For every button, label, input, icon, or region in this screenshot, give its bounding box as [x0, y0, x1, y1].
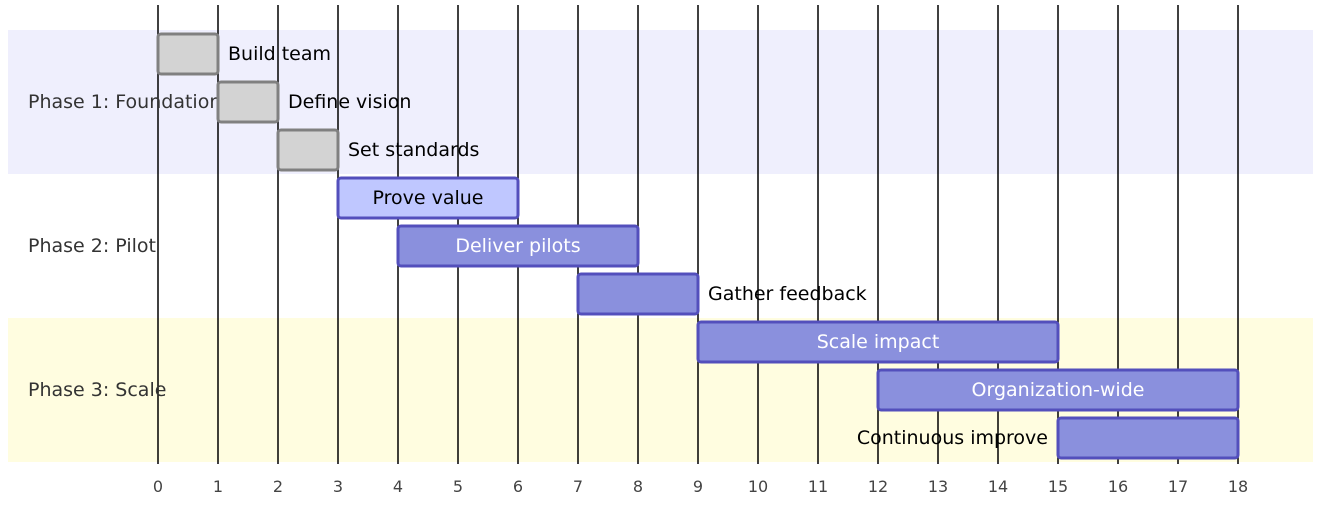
task-label: Build team	[228, 43, 331, 65]
task-label: Continuous improve	[857, 427, 1048, 449]
task-bar	[156, 32, 220, 76]
x-tick-label: 15	[1048, 477, 1068, 496]
section-label: Phase 1: Foundation	[28, 91, 221, 113]
task-bar	[396, 224, 640, 268]
task-bar	[1056, 416, 1240, 460]
task-bar	[876, 368, 1240, 412]
x-tick-label: 7	[573, 477, 583, 496]
x-tick-label: 17	[1168, 477, 1188, 496]
task-label: Organization-wide	[972, 379, 1145, 401]
x-tick-label: 14	[988, 477, 1008, 496]
x-tick-label: 10	[748, 477, 768, 496]
x-tick-label: 3	[333, 477, 343, 496]
x-tick-label: 11	[808, 477, 828, 496]
task-bars	[156, 32, 1240, 460]
x-tick-label: 18	[1228, 477, 1248, 496]
x-tick-label: 16	[1108, 477, 1128, 496]
x-tick-label: 5	[453, 477, 463, 496]
x-tick-label: 2	[273, 477, 283, 496]
task-label: Set standards	[348, 139, 479, 161]
task-label: Prove value	[372, 187, 483, 209]
section-label: Phase 2: Pilot	[28, 235, 156, 257]
x-tick-label: 12	[868, 477, 888, 496]
x-tick-label: 0	[153, 477, 163, 496]
task-bar	[336, 176, 520, 220]
x-tick-label: 9	[693, 477, 703, 496]
x-tick-label: 4	[393, 477, 403, 496]
task-label: Define vision	[288, 91, 411, 113]
x-tick-label: 1	[213, 477, 223, 496]
task-bar	[576, 272, 700, 316]
x-tick-label: 13	[928, 477, 948, 496]
task-label: Deliver pilots	[455, 235, 580, 257]
x-tick-label: 6	[513, 477, 523, 496]
task-label: Gather feedback	[708, 283, 867, 305]
x-tick-label: 8	[633, 477, 643, 496]
task-bar	[276, 128, 340, 172]
task-bar	[696, 320, 1060, 364]
task-bar	[216, 80, 280, 124]
task-label: Scale impact	[817, 331, 940, 353]
section-label: Phase 3: Scale	[28, 379, 166, 401]
